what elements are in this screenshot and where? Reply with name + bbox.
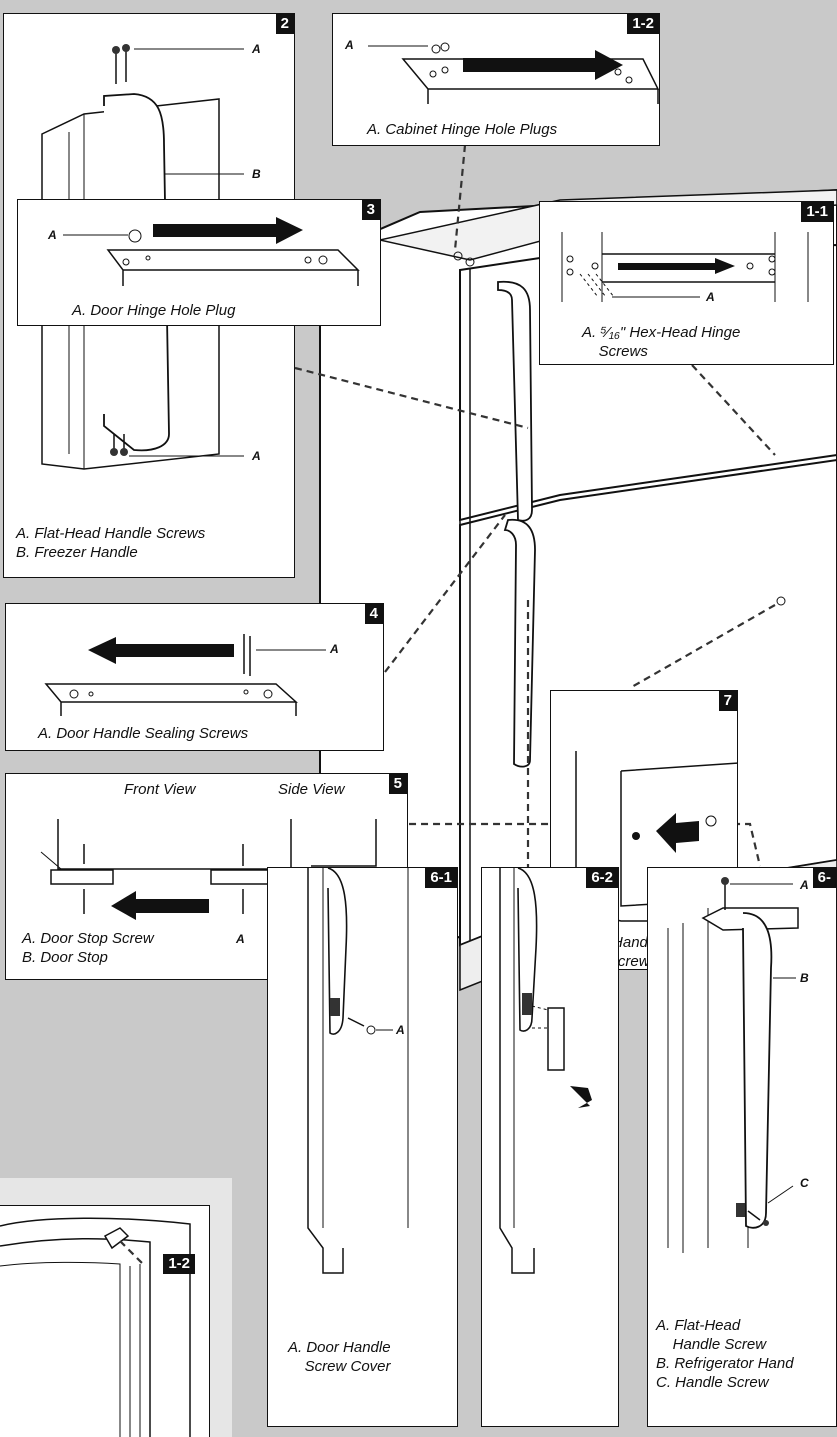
step-badge: 4 bbox=[364, 604, 383, 624]
label-a-top: A bbox=[252, 42, 261, 56]
cover-removal-drawing bbox=[499, 868, 592, 1274]
side-view-label: Side View bbox=[278, 781, 345, 798]
label-c: C bbox=[800, 1176, 809, 1190]
inset-light-frame: 1-2 bbox=[0, 1178, 232, 1437]
inset-fridge-top: 1-2 bbox=[0, 1205, 210, 1437]
step-badge: 2 bbox=[275, 14, 294, 34]
sealing-screws-drawing bbox=[44, 634, 326, 716]
hinge-screws-drawing bbox=[561, 232, 809, 302]
label-a: A bbox=[330, 642, 339, 656]
label-b: B bbox=[800, 971, 809, 985]
panel-caption: A. Flat-Head Handle Screws B. Freezer Ha… bbox=[16, 525, 206, 561]
label-a: A bbox=[345, 38, 354, 52]
panel-caption: A. Cabinet Hinge Hole Plugs bbox=[367, 121, 558, 138]
front-view-label: Front View bbox=[124, 781, 196, 798]
panel-caption: A. Flat-Head Handle Screw B. Refrigerato… bbox=[656, 1317, 794, 1391]
step-badge: 6-1 bbox=[425, 868, 457, 888]
label-a: A bbox=[706, 290, 715, 304]
panel-step-1-2: 1-2 A A. Cabinet Hinge Hole Plugs bbox=[332, 13, 660, 146]
step-badge: 6-2 bbox=[586, 868, 618, 888]
inset-drawing bbox=[0, 1217, 191, 1437]
label-a: A bbox=[236, 932, 245, 946]
panel-step-4: 4 A A. Door Handle Sealing Screws bbox=[5, 603, 384, 751]
refrigerator-handle-drawing bbox=[667, 877, 799, 1253]
screw-cover-drawing bbox=[307, 868, 409, 1274]
door-plug-drawing bbox=[63, 217, 360, 286]
step-badge: 1-2 bbox=[627, 14, 659, 34]
panel-step-3: 3 A A. Door Hinge Hole Plug bbox=[17, 199, 381, 326]
panel-step-6-1: 6-1 A A. Door Handle Screw Cover bbox=[267, 867, 458, 1427]
panel-caption: A. ⁵⁄₁₆" Hex-Head Hinge Screws bbox=[582, 324, 741, 360]
step-badge: 5 bbox=[388, 774, 407, 794]
panel-caption: A. Door Stop Screw B. Door Stop bbox=[22, 930, 154, 966]
panel-caption: A. Door Handle Screw Cover bbox=[288, 1339, 391, 1375]
panel-step-6-2: 6-2 bbox=[481, 867, 619, 1427]
label-b: B bbox=[252, 167, 261, 181]
label-a: A bbox=[396, 1023, 405, 1037]
panel-step-1-1: 1-1 A A. ⁵⁄₁₆" Hex-Head Hinge Screws bbox=[539, 201, 834, 365]
step-badge: 3 bbox=[361, 200, 380, 220]
panel-caption: A. Door Handle Sealing Screws bbox=[38, 725, 249, 742]
step-badge: 7 bbox=[718, 691, 737, 711]
panel-step-6-3: 6- A B C A. Flat-Head Handle Screw B. Re… bbox=[647, 867, 837, 1427]
step-badge: 1-1 bbox=[801, 202, 833, 222]
step-badge: 6- bbox=[812, 868, 836, 888]
panel-caption: A. Door Hinge Hole Plug bbox=[72, 302, 236, 319]
step-badge: 1-2 bbox=[163, 1254, 195, 1274]
door-stop-drawing bbox=[40, 819, 382, 920]
label-a-bottom: A bbox=[252, 449, 261, 463]
label-a: A bbox=[48, 228, 57, 242]
cabinet-plug-drawing bbox=[368, 42, 659, 104]
label-a: A bbox=[800, 878, 809, 892]
